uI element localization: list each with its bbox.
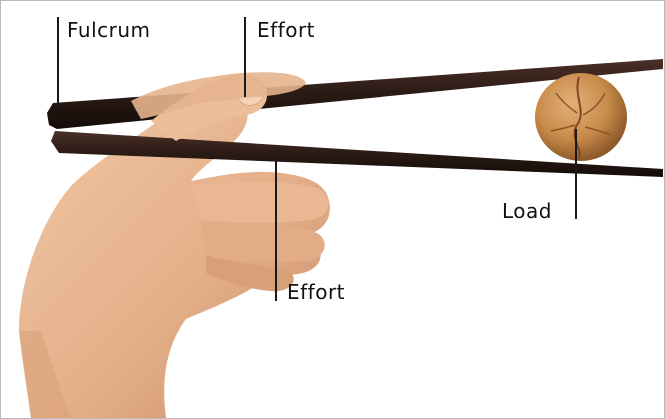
effort-top-label: Effort [257, 20, 315, 40]
load-label: Load [502, 201, 552, 221]
effort-bottom-label: Effort [287, 282, 345, 302]
middle-finger [191, 182, 328, 223]
fulcrum-pointer-line [57, 17, 59, 109]
walnut [535, 73, 627, 161]
load-pointer-line [575, 129, 577, 219]
effort-top-pointer-line [244, 17, 246, 97]
fulcrum-label: Fulcrum [67, 20, 151, 40]
effort-bottom-pointer-line [275, 153, 277, 301]
